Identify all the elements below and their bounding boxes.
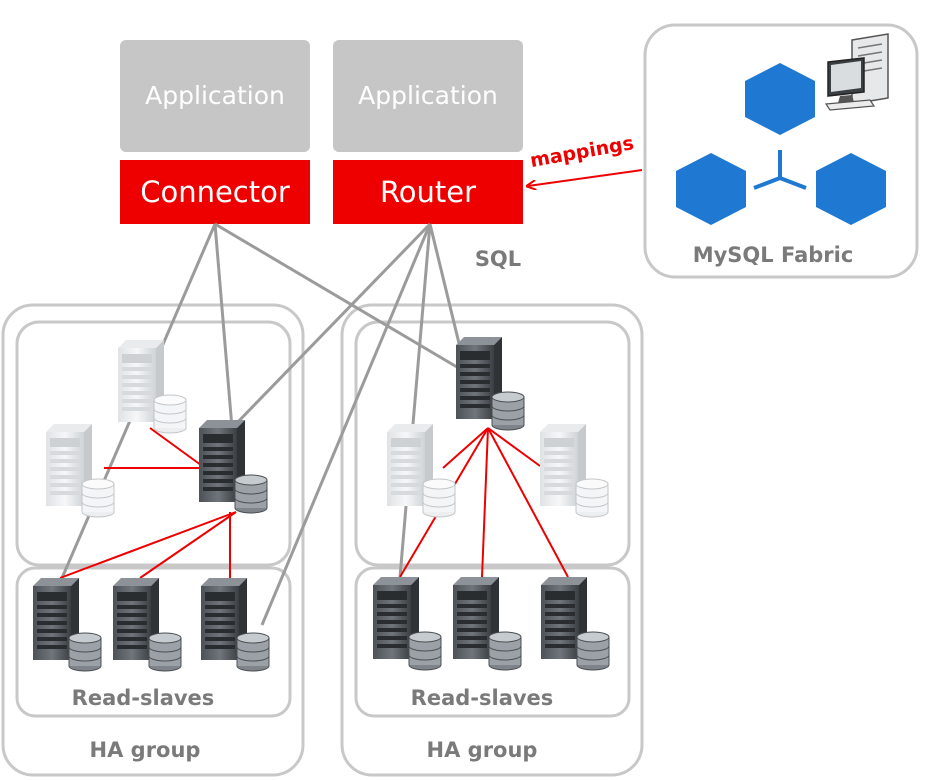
read-slaves-label-left: Read-slaves: [72, 686, 215, 710]
primary-box-left: [15, 320, 292, 567]
application-box-left: [120, 40, 310, 152]
sql-label: SQL: [475, 247, 521, 271]
read-slaves-box-right: [354, 566, 631, 718]
mysql-fabric-label: MySQL Fabric: [693, 243, 854, 267]
ha-group-label-right: HA group: [427, 738, 538, 762]
application-box-right: [333, 40, 523, 152]
connector-label: Connector: [140, 175, 290, 209]
primary-box-right: [354, 320, 631, 567]
application-label-left: Application: [145, 81, 285, 110]
application-label-right: Application: [358, 81, 498, 110]
mappings-label: mappings: [528, 132, 635, 172]
hexagon-icon-right: [816, 153, 886, 225]
router-label: Router: [380, 175, 476, 209]
desktop-computer-icon: [824, 33, 889, 111]
ha-group-label-left: HA group: [90, 738, 201, 762]
router-box: [333, 160, 523, 224]
fabric-node-connector: [753, 150, 807, 190]
connector-box: [120, 160, 310, 224]
mappings-arrow: [528, 169, 643, 186]
replication-lines: [59, 427, 569, 579]
read-slaves-label-right: Read-slaves: [411, 686, 554, 710]
hexagon-icon-left: [676, 153, 746, 225]
hexagon-icon-top: [745, 63, 815, 135]
